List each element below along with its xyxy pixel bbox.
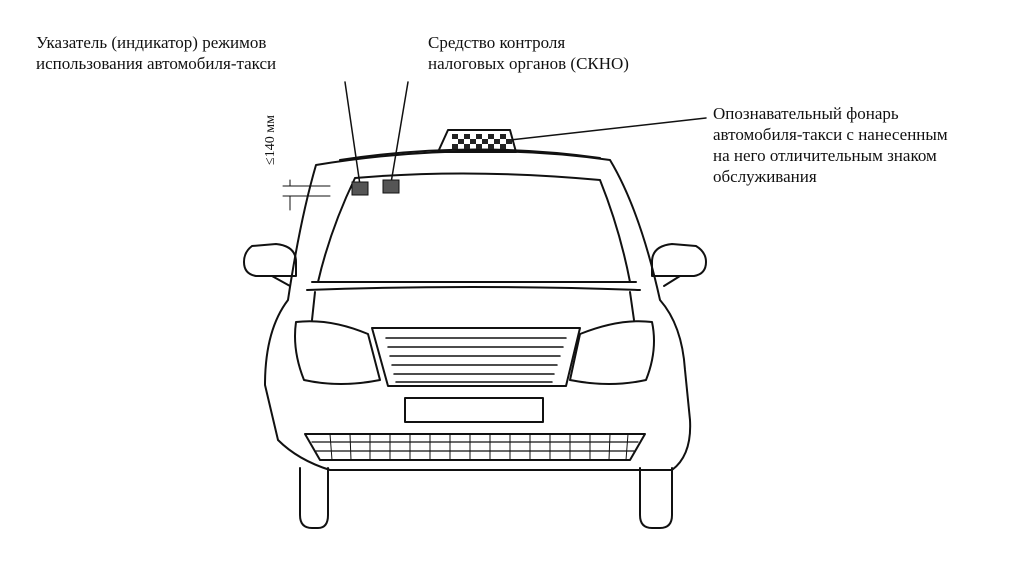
left-mirror [243,243,297,277]
taxi-roof-lamp [437,129,517,153]
checker-pattern [452,134,512,149]
license-plate [404,397,544,423]
height-dimension: ≤140 мм [263,100,308,184]
roof-lamp-label-line2: автомобиля-такси с нанесенным [713,125,948,144]
skno-label-line1: Средство контроля [428,33,566,52]
height-dimension-label: ≤140 мм [262,115,278,165]
skno-box [382,179,400,194]
indicator-label: Указатель (индикатор) режимов использова… [36,32,276,74]
roof-lamp-label: Опознавательный фонарь автомобиля-такси … [713,103,948,187]
grille [371,327,581,387]
skno-label-line2: налоговых органов (СКНО) [428,54,629,73]
roof-lamp-label-line1: Опознавательный фонарь [713,104,899,123]
roof-lamp-label-line3: на него отличительным знаком [713,146,937,165]
right-mirror [651,243,707,277]
right-headlight [569,320,655,385]
skno-label: Средство контроля налоговых органов (СКН… [428,32,629,74]
windshield [317,172,631,283]
indicator-label-line2: использования автомобиля-такси [36,54,277,73]
mode-indicator-box [351,181,369,196]
right-wheel [639,467,673,529]
indicator-label-line1: Указатель (индикатор) режимов [36,33,267,52]
left-wheel [299,467,329,529]
left-headlight [294,320,381,385]
lower-intake [304,433,646,461]
roof-lamp-label-line4: обслуживания [713,167,817,186]
